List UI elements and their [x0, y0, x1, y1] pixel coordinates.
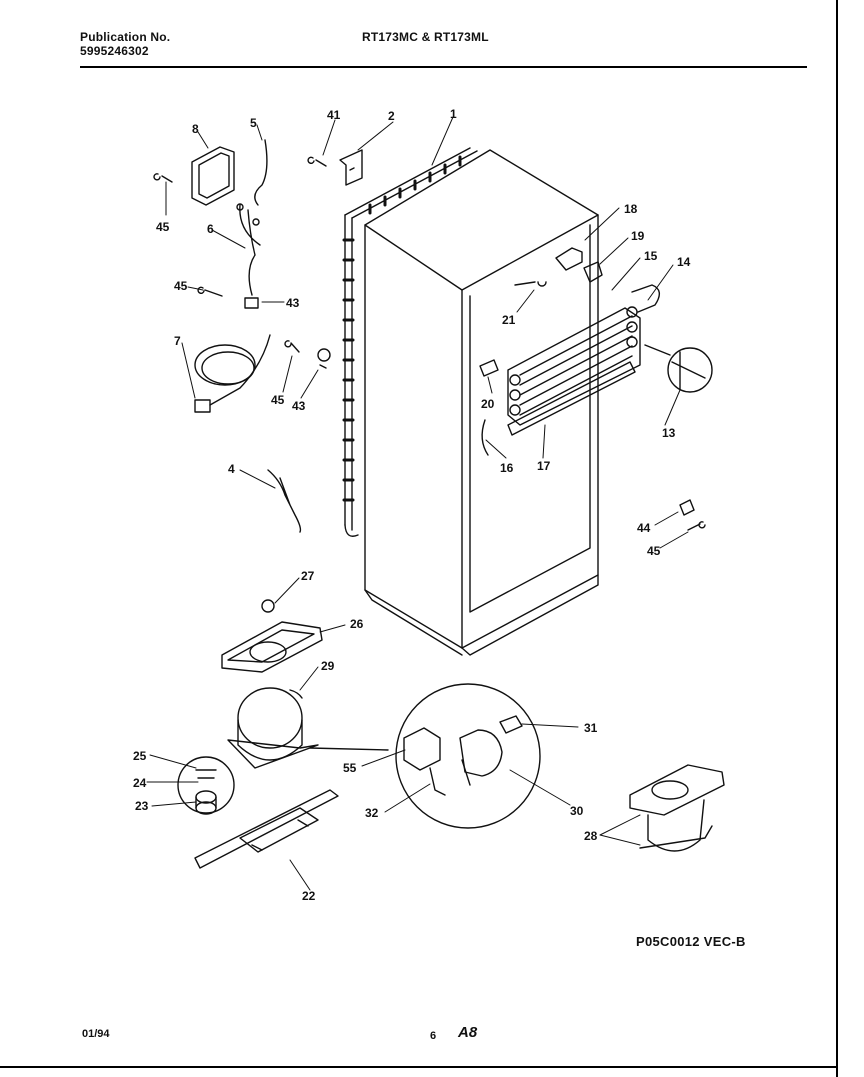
leader-lines	[146, 116, 689, 891]
frame-part-8	[191, 146, 235, 206]
drain-pan-part-26	[221, 621, 323, 673]
screw-part-45-left	[284, 340, 300, 353]
compressor-part-29	[227, 687, 319, 769]
screw-part-45-top	[153, 173, 173, 183]
header-rule	[80, 66, 807, 68]
publication-number: 5995246302	[80, 44, 149, 58]
callout-25: 25	[133, 749, 147, 763]
refrigerator-cabinet	[364, 149, 599, 656]
callout-30: 30	[570, 804, 584, 818]
compressor-assembly-part-28	[629, 764, 725, 852]
callout-19: 19	[631, 229, 645, 243]
clip-part-44	[679, 499, 695, 516]
callout-15: 15	[644, 249, 658, 263]
callout-1: 1	[450, 107, 457, 121]
footer-section: A8	[458, 1024, 478, 1041]
callout-4: 4	[228, 462, 235, 476]
footer-page-number: 6	[430, 1030, 437, 1042]
callout-28: 28	[584, 829, 598, 843]
callout-numbers: 1 2 41 5 8 45 6 45 43 7 45 43 18 19 15 1…	[133, 107, 691, 903]
model-numbers: RT173MC & RT173ML	[362, 30, 489, 44]
detail-circle-parts-23-25	[177, 756, 235, 814]
callout-31: 31	[584, 721, 598, 735]
heater-detail-part-13	[667, 347, 713, 393]
relay-detail-circle	[309, 683, 541, 829]
callout-7: 7	[174, 334, 181, 348]
callout-6: 6	[207, 222, 214, 236]
callout-55: 55	[343, 761, 357, 775]
callout-32: 32	[365, 806, 379, 820]
callout-21: 21	[502, 313, 516, 327]
evaporator-coil	[507, 306, 641, 436]
callout-8: 8	[192, 122, 199, 136]
callout-20: 20	[481, 397, 495, 411]
clip-part-19	[583, 261, 603, 283]
callout-29: 29	[321, 659, 335, 673]
callout-17: 17	[537, 459, 551, 473]
power-cord-part-7	[194, 334, 271, 413]
bottom-border	[0, 1066, 838, 1068]
callout-13: 13	[662, 426, 676, 440]
tube-part-16	[481, 419, 489, 456]
clip-part-43	[317, 348, 331, 369]
screw-part-45-mid	[197, 286, 223, 297]
callout-26: 26	[350, 617, 364, 631]
callout-41: 41	[327, 108, 341, 122]
base-rail-part-22	[194, 789, 339, 869]
screw-part-41	[307, 156, 327, 167]
callout-44: 44	[637, 521, 651, 535]
callout-45-mid: 45	[174, 279, 188, 293]
callout-23: 23	[135, 799, 149, 813]
screw-part-21	[514, 281, 547, 287]
diagram-code: P05C0012 VEC-B	[636, 934, 746, 949]
screw-part-45-right	[687, 521, 706, 531]
wiring-harness-part-5-6	[239, 139, 268, 296]
bracket-part-18	[555, 247, 583, 271]
tube-part-14	[631, 284, 660, 313]
callout-2: 2	[388, 109, 395, 123]
clip-part-20	[479, 359, 499, 377]
bracket-part-2	[339, 149, 363, 186]
callout-27: 27	[301, 569, 315, 583]
footer-date: 01/94	[82, 1028, 110, 1040]
callout-18: 18	[624, 202, 638, 216]
callout-22: 22	[302, 889, 316, 903]
callout-43-left: 43	[292, 399, 306, 413]
callout-24: 24	[133, 776, 147, 790]
callout-45-right: 45	[647, 544, 661, 558]
grommet-part-27	[261, 599, 275, 613]
callout-45-top: 45	[156, 220, 170, 234]
callout-45-left: 45	[271, 393, 285, 407]
callout-16: 16	[500, 461, 514, 475]
right-border	[836, 0, 838, 1077]
callout-14: 14	[677, 255, 691, 269]
drier-part-4	[267, 469, 302, 533]
condenser-coil	[342, 147, 478, 537]
callout-43-top: 43	[286, 296, 300, 310]
publication-label: Publication No.	[80, 30, 171, 44]
callout-5: 5	[250, 116, 257, 130]
